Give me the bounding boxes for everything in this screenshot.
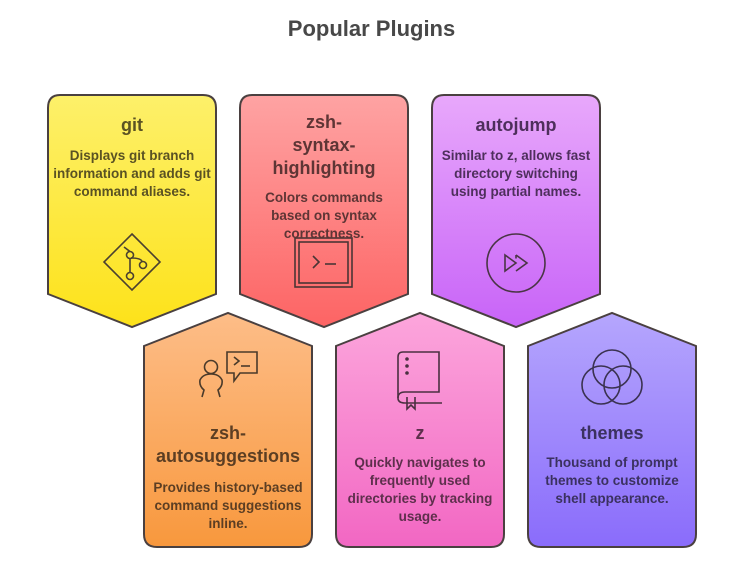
card-shape-zsh-autosuggestions bbox=[143, 311, 313, 548]
card-zsh-autosuggestions: zsh-autosuggestions Provides history-bas… bbox=[146, 422, 310, 533]
card-zsh-syntax-highlighting: zsh-syntax-highlighting Colors commands … bbox=[246, 111, 402, 243]
plugin-name: z bbox=[415, 423, 425, 443]
terminal-icon bbox=[294, 237, 353, 288]
card-shape-z bbox=[335, 311, 505, 548]
card-shape-themes bbox=[527, 311, 697, 548]
plugin-description: Displays git branch information and adds… bbox=[53, 148, 211, 199]
plugin-name: zsh-autosuggestions bbox=[146, 422, 310, 468]
card-themes: themes Thousand of prompt themes to cust… bbox=[534, 422, 690, 508]
fast-forward-icon bbox=[486, 233, 546, 293]
user-terminal-chat-icon bbox=[199, 351, 258, 398]
card-git: git Displays git branch information and … bbox=[50, 114, 214, 201]
card-z: z Quickly navigates to frequently used d… bbox=[342, 422, 498, 526]
git-branch-icon bbox=[102, 232, 162, 292]
card-autojump: autojump Similar to z, allows fast direc… bbox=[440, 114, 592, 201]
bookmark-book-icon bbox=[397, 351, 442, 411]
plugin-description: Thousand of prompt themes to customize s… bbox=[545, 455, 679, 506]
plugin-description: Colors commands based on syntax correctn… bbox=[265, 190, 383, 241]
card-shape-git bbox=[47, 94, 217, 329]
plugin-name: autojump bbox=[475, 115, 557, 135]
plugin-name: git bbox=[121, 115, 143, 135]
plugin-description: Quickly navigates to frequently used dir… bbox=[347, 455, 493, 524]
plugin-name: zsh-syntax-highlighting bbox=[246, 111, 402, 180]
card-shape-zsh-syntax-highlighting bbox=[239, 94, 409, 329]
plugin-name: themes bbox=[580, 423, 644, 443]
plugin-name-text: zsh-autosuggestions bbox=[155, 423, 300, 466]
venn-circles-icon bbox=[581, 349, 643, 405]
card-shape-autojump bbox=[431, 94, 601, 329]
diagram-title: Popular Plugins bbox=[287, 16, 456, 41]
plugin-name-text: zsh-syntax-highlighting bbox=[272, 112, 376, 178]
plugin-description: Similar to z, allows fast directory swit… bbox=[441, 148, 591, 199]
plugin-description: Provides history-based command suggestio… bbox=[153, 480, 303, 531]
